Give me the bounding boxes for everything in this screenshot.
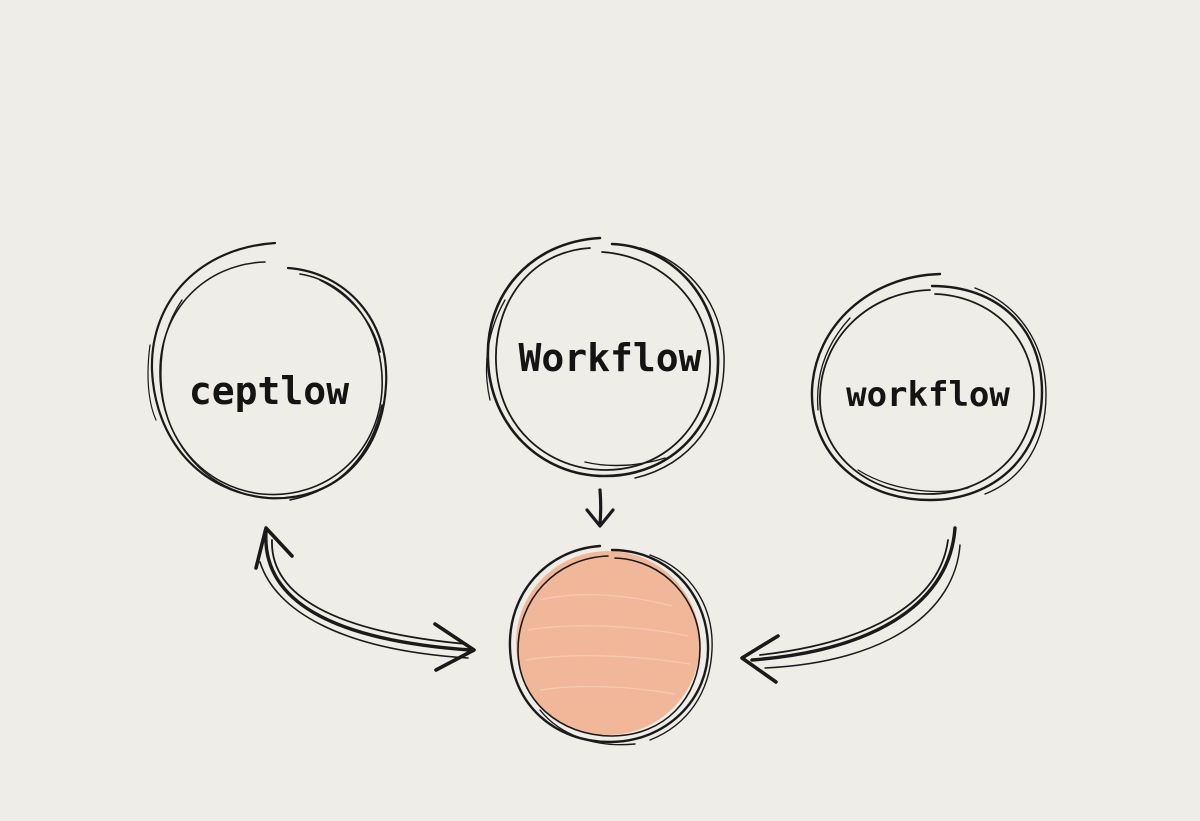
node-center-outline (508, 544, 713, 746)
node-workflow-middle: Workflow (485, 236, 725, 479)
node-workflow-middle-outline (485, 236, 725, 479)
node-workflow-right-label: workflow (846, 375, 1010, 415)
node-center-fill (516, 551, 700, 735)
arrow-middle-to-center (585, 488, 615, 528)
arrow-left-center-bidirectional (254, 526, 476, 672)
arrow-right-to-center (740, 526, 961, 684)
node-ceptlow: ceptlow (147, 241, 388, 501)
node-ceptlow-label: ceptlow (189, 369, 349, 413)
node-center (508, 544, 713, 746)
node-ceptlow-outline (147, 241, 388, 501)
node-workflow-right: workflow (810, 272, 1047, 502)
node-center-texture (525, 594, 691, 695)
node-workflow-middle-label: Workflow (518, 336, 701, 380)
node-workflow-right-outline (810, 272, 1047, 502)
